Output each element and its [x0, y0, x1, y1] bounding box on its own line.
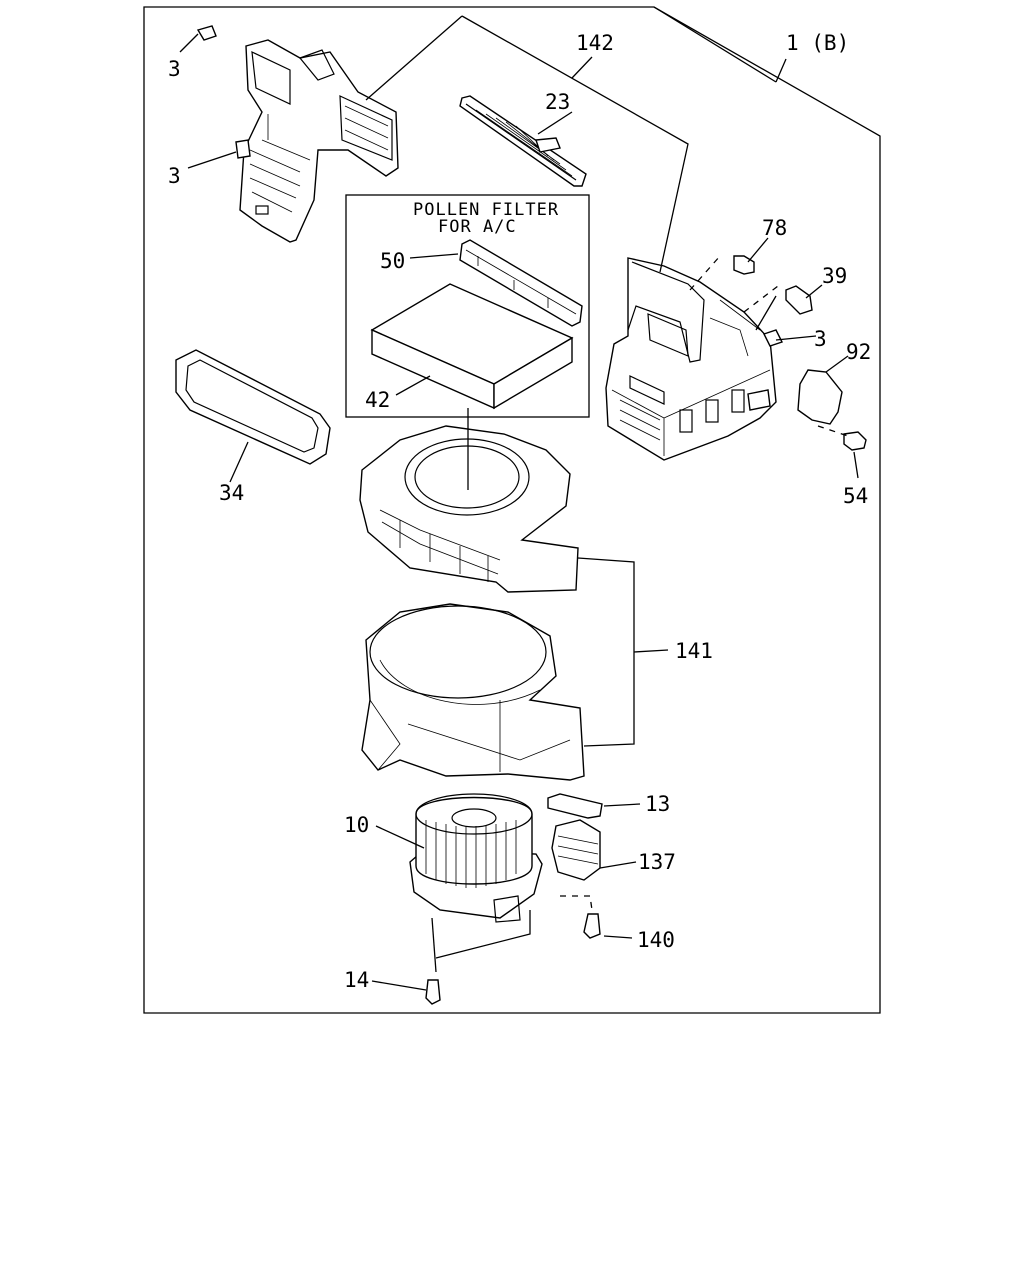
callout-78: 78: [762, 216, 787, 240]
main-housing-part: [605, 257, 777, 461]
callout-13: 13: [645, 792, 670, 816]
callout-142: 142: [576, 31, 614, 55]
callout-34: 34: [219, 481, 244, 505]
callout-141: 141: [675, 639, 713, 663]
pollen-note-line1: POLLEN FILTER: [413, 200, 559, 220]
callout-3-right: 3: [814, 327, 827, 351]
callout-140: 140: [637, 928, 675, 952]
callout-1b: 1 (B): [786, 31, 849, 55]
upper-blower-case-part: [359, 425, 579, 593]
left-duct-part: [239, 39, 399, 243]
callout-3-top: 3: [168, 57, 181, 81]
sensor-39-part: [785, 285, 813, 315]
gasket-part: [175, 349, 331, 465]
screw-14-part: [425, 979, 441, 1005]
filter-tray-part: [459, 95, 587, 187]
callout-42: 42: [365, 388, 390, 412]
screw-54-part: [843, 431, 867, 451]
resistor-137-part: [551, 819, 601, 881]
clip-part-right: [763, 329, 783, 347]
callout-14: 14: [344, 968, 369, 992]
blower-motor-part: [409, 793, 543, 923]
pollen-note-line2: FOR A/C: [438, 217, 517, 237]
callout-50: 50: [380, 249, 405, 273]
lower-blower-case-part: [361, 603, 585, 781]
leader-lines: [179, 6, 859, 991]
callout-54: 54: [843, 484, 868, 508]
callout-23: 23: [545, 90, 570, 114]
clip-part-top: [196, 25, 217, 41]
callout-137: 137: [638, 850, 676, 874]
actuator-92-part: [797, 369, 843, 425]
callout-3-mid: 3: [168, 164, 181, 188]
clip-part-mid: [235, 139, 251, 159]
callout-10: 10: [344, 813, 369, 837]
callout-39: 39: [822, 264, 847, 288]
screw-140-part: [583, 913, 601, 939]
pollen-filter-box: POLLEN FILTER FOR A/C: [345, 194, 590, 418]
diagram-frame: [143, 6, 881, 1014]
gasket-13-part: [547, 793, 603, 819]
callout-92: 92: [846, 340, 871, 364]
